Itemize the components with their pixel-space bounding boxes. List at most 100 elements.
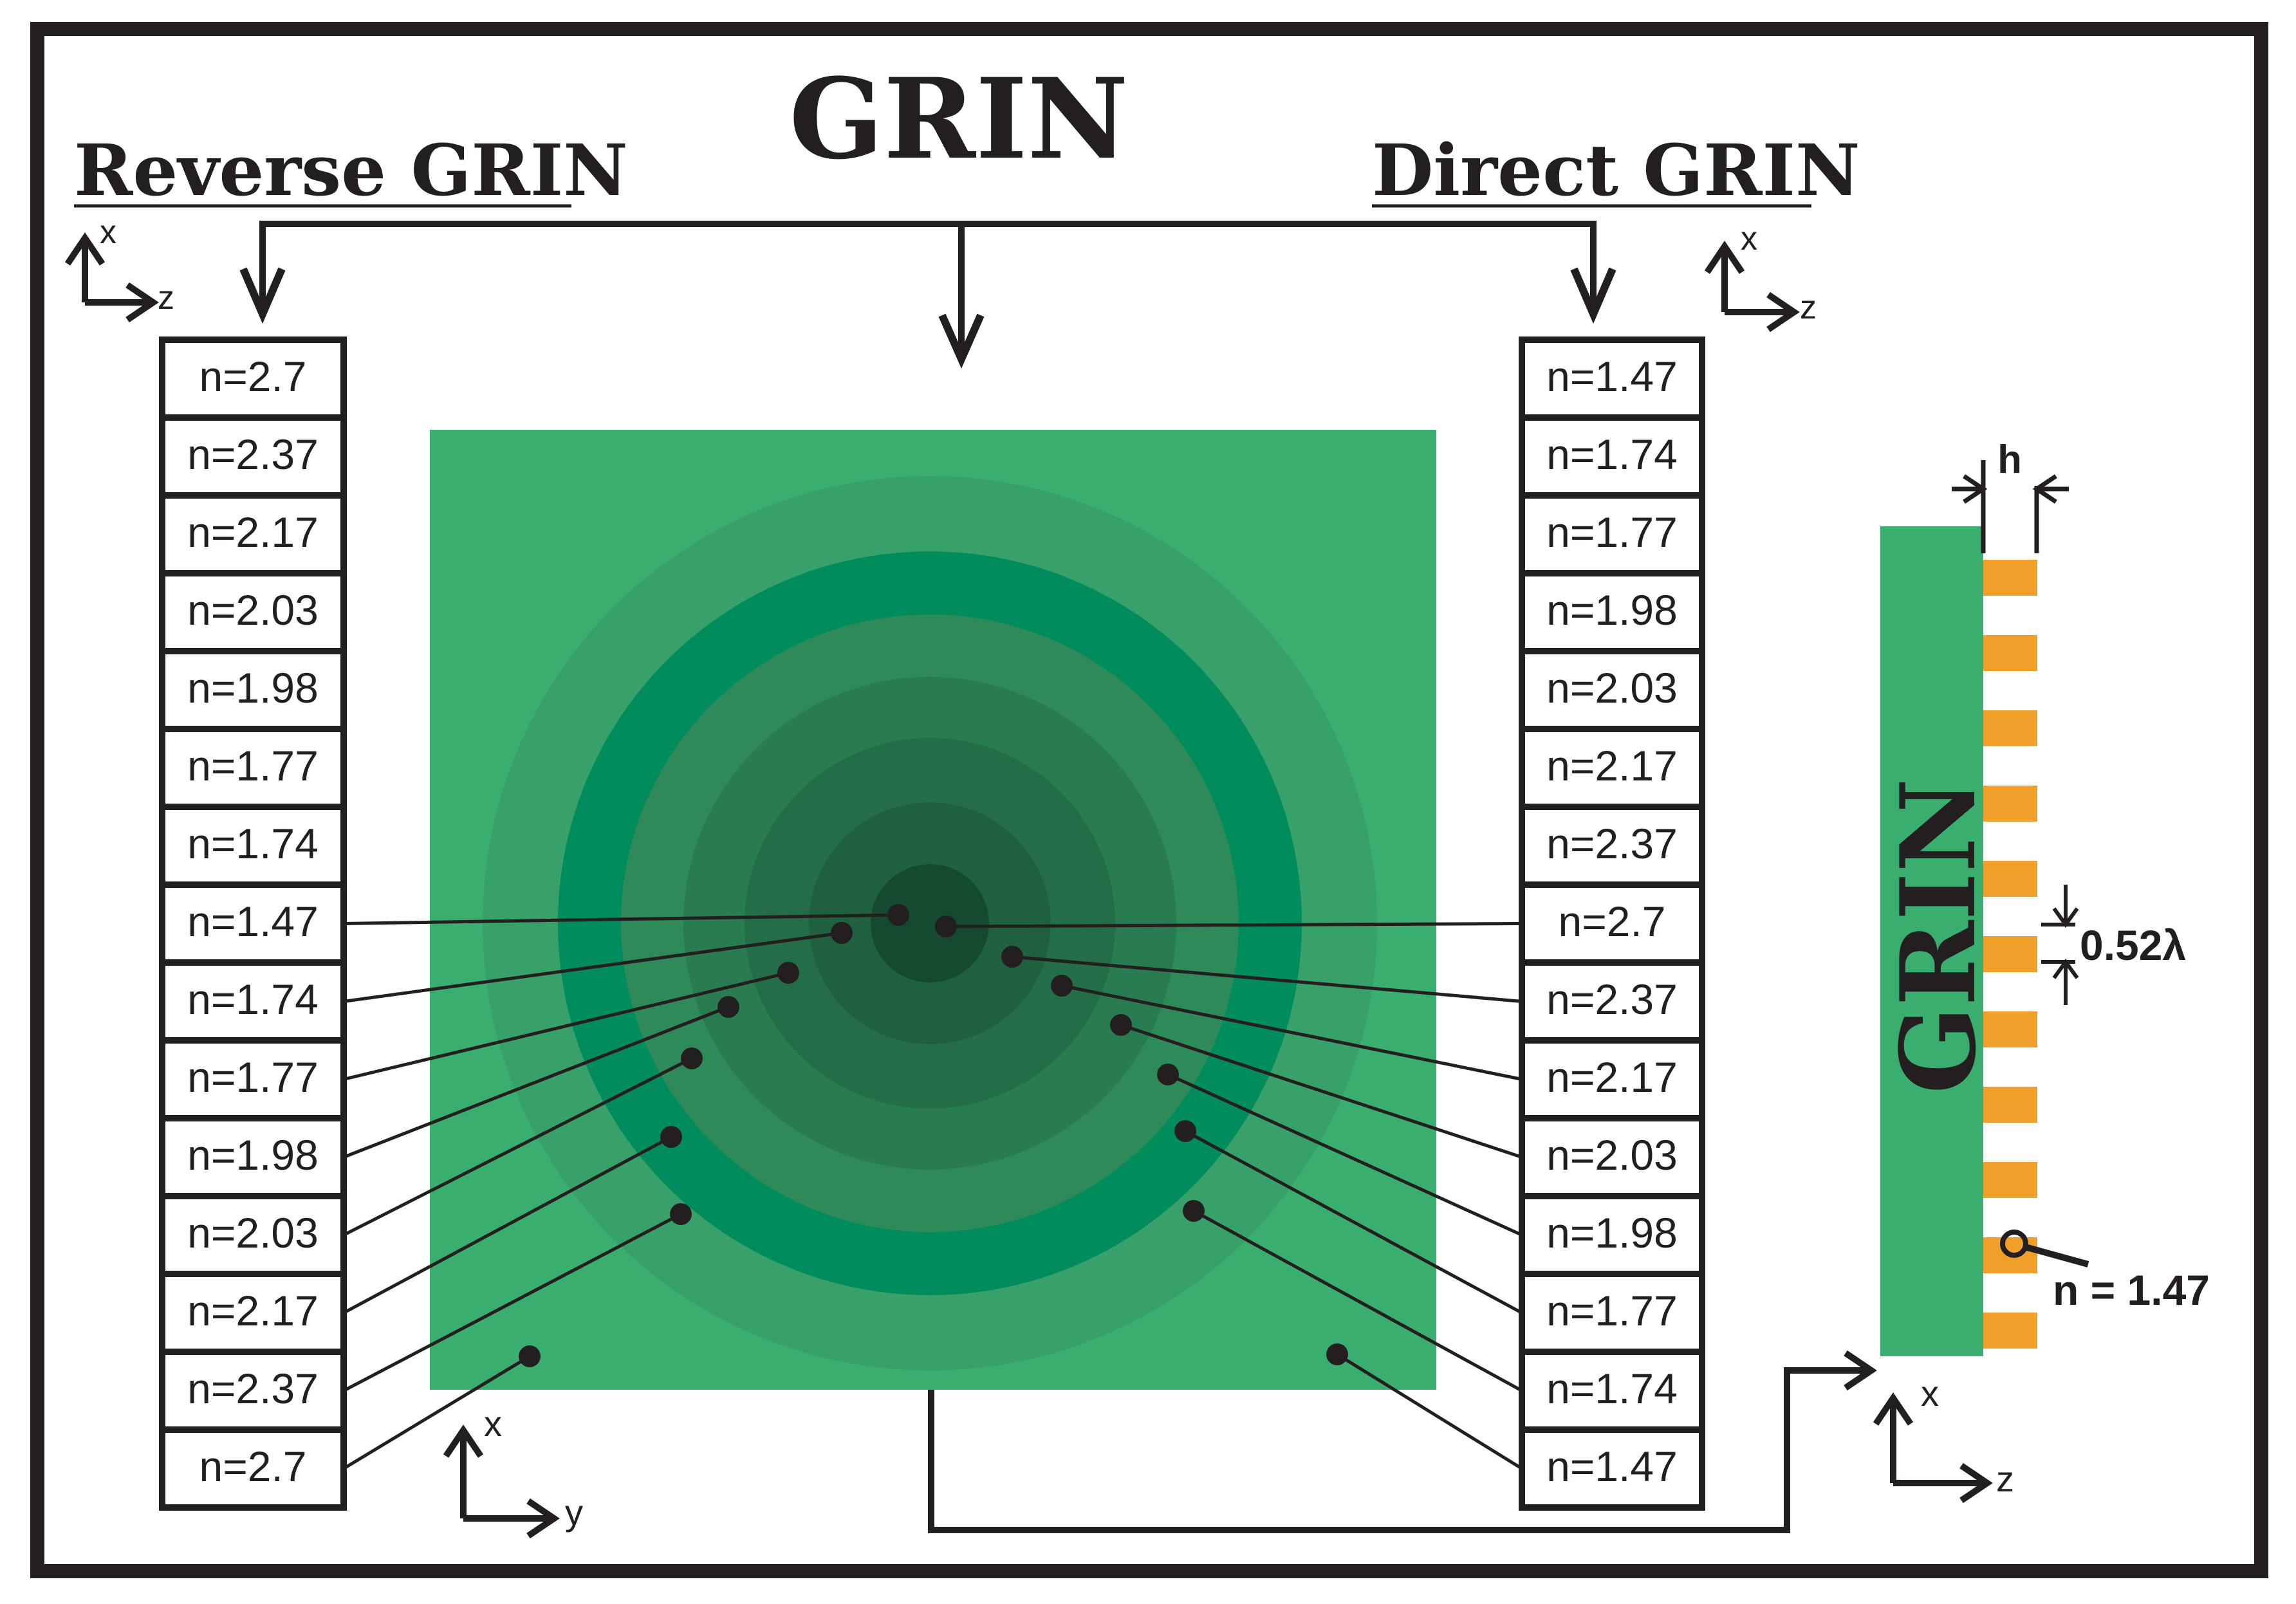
direct-leader-line (1192, 1209, 1523, 1392)
reverse-cell-value: n=1.74 (187, 975, 319, 1023)
direct-cell-value: n=2.37 (1546, 820, 1678, 867)
metasurface-pillar (1983, 1011, 2037, 1047)
reverse-cell-box (159, 1349, 347, 1433)
metasurface-pillar (1983, 560, 2037, 596)
reverse-cell-value: n=1.98 (187, 1131, 319, 1179)
reverse-leader-line (342, 1354, 531, 1470)
reverse-sample-dot (681, 1047, 703, 1069)
reverse-sample-dot (887, 904, 909, 926)
reverse-cell-value: n=1.47 (187, 898, 319, 945)
direct-sample-dot (1183, 1200, 1205, 1222)
reverse-leader-line (343, 971, 789, 1081)
reverse-cell-value: n=1.77 (187, 742, 319, 789)
direct-cell-value: n=2.03 (1546, 1131, 1678, 1179)
direct-leader-line (1336, 1352, 1523, 1470)
index-callout-line (2024, 1244, 2089, 1268)
metasurface-pillar (1983, 861, 2037, 897)
reverse-leader-line (342, 1212, 682, 1392)
direct-cell-box (1519, 492, 1705, 576)
direct-cell-box (1519, 414, 1705, 499)
direct-cell-value: n=2.37 (1546, 975, 1678, 1023)
metasurface-pillar (1983, 635, 2037, 671)
direct-leader-line (1012, 955, 1523, 1003)
axes-bottom-center (443, 1424, 560, 1539)
direct-cell-value: n=1.74 (1546, 1365, 1678, 1412)
direct-cell-value: n=1.77 (1546, 1287, 1678, 1334)
reverse-cell-value: n=2.37 (187, 1365, 319, 1412)
axis-z-top-right: z (1800, 289, 1817, 326)
reverse-cell-value: n=2.17 (187, 508, 319, 556)
direct-leader-line (1167, 1073, 1523, 1237)
reverse-cell-value: n=2.37 (187, 430, 319, 478)
reverse-cell-value: n=1.74 (187, 820, 319, 867)
direct-cell-value: n=1.98 (1546, 1209, 1678, 1257)
height-label: h (1997, 438, 2022, 482)
reverse-grin-label: Reverse GRIN (74, 129, 628, 212)
direct-sample-dot (1110, 1014, 1132, 1036)
axis-x-top-left: x (100, 214, 116, 251)
reverse-sample-dot (519, 1345, 541, 1367)
direct-cell-box (1519, 804, 1705, 888)
reverse-sample-dot (831, 922, 853, 944)
direct-cell-box (1519, 726, 1705, 810)
direct-cell-box (1519, 648, 1705, 732)
direct-cell-value: n=1.47 (1546, 1443, 1678, 1490)
reverse-cell-box (159, 959, 347, 1044)
direct-cell-value: n=1.47 (1546, 353, 1678, 400)
metasurface-pillar (1983, 936, 2037, 972)
axis-x-bottom-right: x (1921, 1373, 1939, 1414)
direct-cell-value: n=1.98 (1546, 586, 1678, 634)
axis-z-top-left: z (158, 279, 174, 317)
direct-cell-box (1519, 1037, 1705, 1121)
period-label: 0.52λ (2080, 921, 2186, 969)
reverse-leader-line (343, 1005, 729, 1159)
reverse-sample-dot (660, 1126, 682, 1148)
height-marker (1952, 460, 2069, 553)
reverse-cell-value: n=1.98 (187, 664, 319, 712)
reverse-leader-line (342, 1056, 693, 1237)
reverse-cell-box (159, 1426, 347, 1511)
reverse-cell-box (159, 804, 347, 888)
index-callout-dot (2000, 1230, 2028, 1258)
direct-leader-line (1061, 984, 1523, 1081)
axes-top-right (1704, 241, 1800, 333)
reverse-cell-value: n=2.7 (199, 1443, 307, 1490)
arrow-head-center (938, 313, 985, 369)
title-arrows (259, 221, 1597, 360)
ring-core (871, 864, 989, 982)
side-view-substrate (1880, 526, 1983, 1356)
direct-cell-box (1519, 336, 1705, 421)
reverse-cell-value: n=2.7 (199, 353, 307, 400)
arrow-head-direct (1570, 267, 1616, 324)
index-label: n = 1.47 (2053, 1266, 2210, 1314)
direct-grin-label: Direct GRIN (1372, 129, 1860, 212)
main-title: GRIN (789, 53, 1129, 184)
reverse-cell-value: n=1.77 (187, 1053, 319, 1101)
reverse-cell-value: n=2.03 (187, 1209, 319, 1257)
period-marker (2041, 885, 2079, 1005)
metasurface-pillar (1983, 1087, 2037, 1123)
direct-cell-value: n=2.03 (1546, 664, 1678, 712)
axis-y-bottom-center: y (565, 1492, 583, 1533)
direct-cell-box (1519, 1426, 1705, 1511)
metasurface-pillar (1983, 1313, 2037, 1349)
reverse-sample-dot (718, 996, 739, 1018)
axis-x-top-right: x (1741, 220, 1757, 257)
metasurface-pillar (1983, 786, 2037, 822)
reverse-cell-value: n=2.17 (187, 1287, 319, 1334)
connector-to-side-view (928, 1367, 1869, 1533)
direct-sample-dot (1157, 1064, 1179, 1085)
direct-leader-line (1184, 1129, 1523, 1314)
reverse-cell-box (159, 1193, 347, 1277)
reverse-sample-dot (670, 1203, 692, 1225)
axis-z-bottom-right: z (1996, 1459, 2014, 1499)
direct-leader-line (945, 922, 1523, 928)
arrow-head-reverse (239, 267, 286, 324)
direct-sample-dot (935, 916, 957, 937)
direct-sample-dot (1174, 1120, 1196, 1142)
reverse-cell-value: n=2.03 (187, 586, 319, 634)
axes-bottom-right (1873, 1392, 1993, 1504)
direct-leader-line (1120, 1023, 1523, 1159)
axes-top-left (64, 232, 159, 323)
